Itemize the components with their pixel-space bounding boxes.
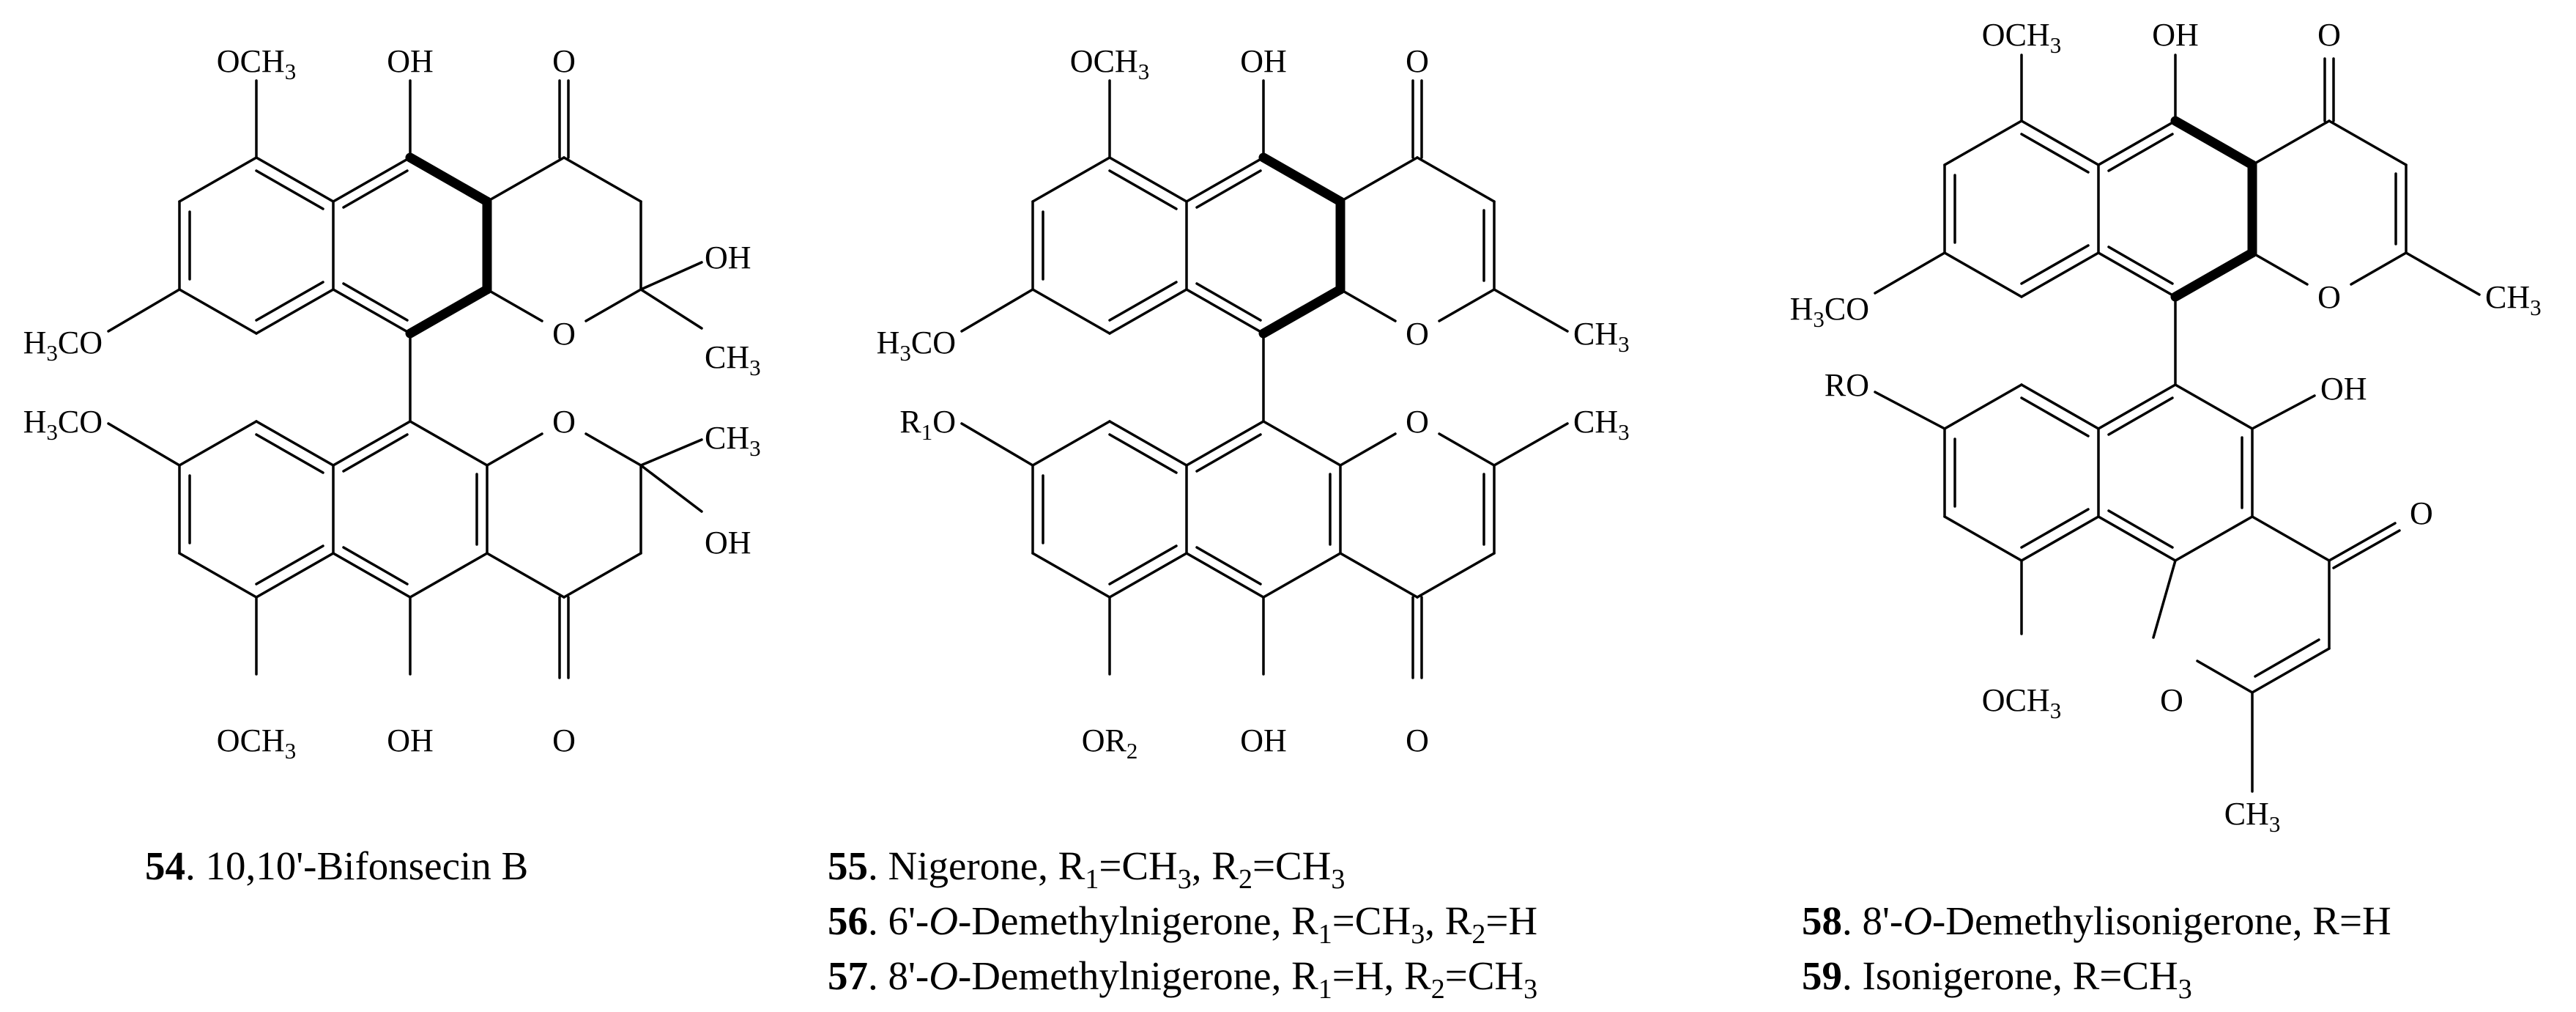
- side-oh-label-bottom: OH: [705, 525, 751, 561]
- or2-label: OR2​: [1082, 723, 1138, 764]
- oh-right-label: OH: [2320, 371, 2367, 407]
- carbonyl-o-label-bottom: O: [1406, 723, 1429, 758]
- ome-top-label: OCH3​: [217, 43, 296, 84]
- ring-o-label: O: [552, 316, 576, 352]
- ro-label: RO: [1825, 367, 1869, 403]
- carbonyl-o-label-bottom: O: [2410, 495, 2433, 531]
- bonds-54: [107, 79, 703, 679]
- methyl-label-bottom: CH3​: [705, 420, 761, 461]
- r1o-label: R1​O: [899, 404, 956, 445]
- methyl-label-bottom: CH3​: [1573, 404, 1630, 445]
- ome-left-label: H3​CO: [23, 325, 103, 366]
- methyl-label: CH3​: [1573, 316, 1630, 357]
- ome-bottom-label: OCH3​: [1982, 682, 2061, 723]
- structure-55: OCH3​ OH O H3​CO O CH3​ R1​O O CH3​ OR2​…: [828, 43, 1630, 1005]
- oh-bottom-label: OH: [387, 723, 434, 758]
- oh-top-label: OH: [2152, 17, 2199, 53]
- ome-left-label: H3​CO: [1790, 291, 1869, 332]
- bonds-58: [1874, 53, 2481, 793]
- methyl-label-bottom: CH3​: [2224, 796, 2281, 837]
- captions-54: 54. 10,10'-Bifonsecin B: [145, 843, 528, 888]
- oh-bottom-label: OH: [1240, 723, 1287, 758]
- ring-o-label-bottom: O: [1406, 404, 1429, 440]
- ome-top-label: OCH3​: [1982, 17, 2061, 58]
- methyl-label: CH3​: [2485, 279, 2542, 320]
- caption-58: 58. 8'-O-Demethylisonigerone, R=H: [1802, 898, 2391, 943]
- ring-o-label: O: [2317, 279, 2341, 315]
- ome-left-label: H3​CO: [877, 325, 956, 366]
- carbonyl-o-label: O: [2317, 17, 2341, 53]
- carbonyl-o-label-bottom: O: [552, 723, 576, 758]
- ome-top-label: OCH3​: [1070, 43, 1149, 84]
- caption-54: 54. 10,10'-Bifonsecin B: [145, 843, 528, 888]
- ring-o-label: O: [1406, 316, 1429, 352]
- caption-57: 57. 8'-O-Demethylnigerone, R1​=H, R2​=CH…: [828, 953, 1537, 1005]
- structure-58: OCH3​ OH O H3​CO O CH3​ RO OH O OCH3​ O …: [1790, 17, 2542, 1005]
- methyl-label: CH3​: [705, 339, 761, 380]
- ome-bottom-label: OCH3​: [217, 723, 296, 764]
- atom-labels-58: OCH3​ OH O H3​CO O CH3​ RO OH O OCH3​ O …: [1790, 17, 2542, 837]
- ring-o-label-bottom: O: [552, 404, 576, 440]
- bonds-55: [960, 79, 1569, 679]
- carbonyl-o-label: O: [552, 43, 576, 79]
- caption-55: 55. Nigerone, R1​=CH3​, R2​=CH3​: [828, 843, 1345, 895]
- structure-54: OCH3​ OH O OH H3​CO O CH3​ H3​CO O CH3​ …: [23, 43, 761, 888]
- ome-left-label-bottom: H3​CO: [23, 404, 103, 445]
- captions-55: 55. Nigerone, R1​=CH3​, R2​=CH3​ 56. 6'-…: [828, 843, 1537, 1005]
- captions-58: 58. 8'-O-Demethylisonigerone, R=H 59. Is…: [1802, 898, 2391, 1005]
- atom-labels-54: OCH3​ OH O OH H3​CO O CH3​ H3​CO O CH3​ …: [23, 43, 761, 764]
- atom-labels-55: OCH3​ OH O H3​CO O CH3​ R1​O O CH3​ OR2​…: [877, 43, 1630, 764]
- side-oh-label: OH: [705, 240, 751, 276]
- carbonyl-o-label: O: [1406, 43, 1429, 79]
- oh-top-label: OH: [1240, 43, 1287, 79]
- oh-top-label: OH: [387, 43, 434, 79]
- ring-o-label-bottom: O: [2160, 682, 2183, 718]
- caption-59: 59. Isonigerone, R=CH3​: [1802, 953, 2192, 1005]
- caption-56: 56. 6'-O-Demethylnigerone, R1​=CH3​, R2​…: [828, 898, 1537, 950]
